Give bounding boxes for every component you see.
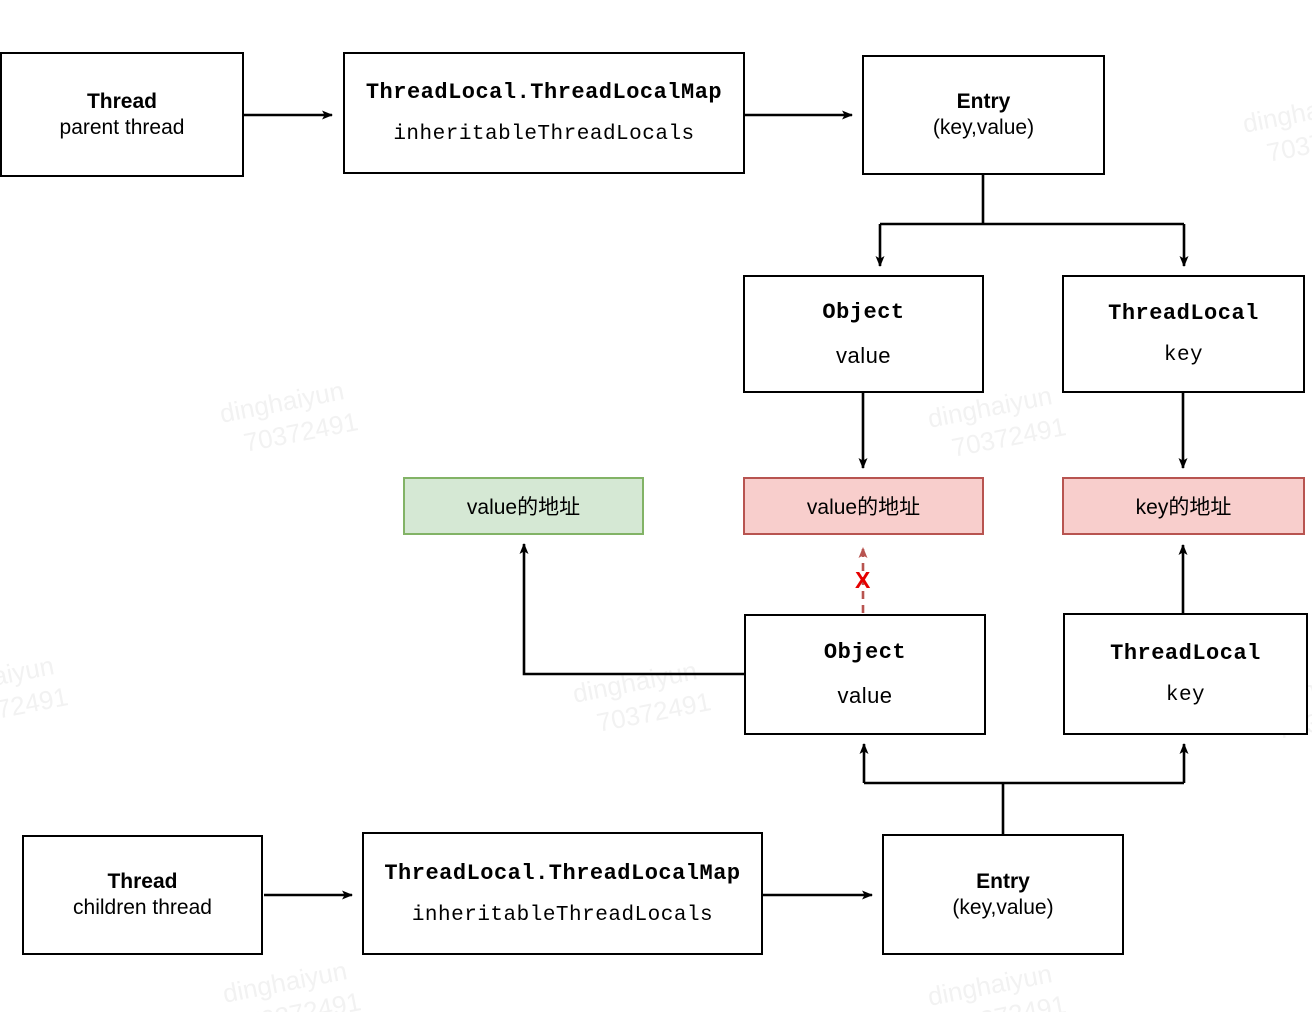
node-title: ThreadLocal xyxy=(1110,641,1261,666)
node-subtitle: children thread xyxy=(73,896,212,919)
blocked-x-icon: X xyxy=(855,567,871,593)
node-subtitle: value xyxy=(835,342,892,368)
node-child-thread[interactable]: Thread children thread xyxy=(22,835,263,955)
node-parent-threadlocalmap[interactable]: ThreadLocal.ThreadLocalMap inheritableTh… xyxy=(343,52,745,174)
node-child-object[interactable]: Object value xyxy=(744,614,986,735)
node-parent-thread[interactable]: Thread parent thread xyxy=(0,52,244,177)
node-title: Object xyxy=(823,640,907,665)
node-title: ThreadLocal xyxy=(1108,301,1259,326)
node-subtitle: key xyxy=(1163,344,1204,367)
chip-red-key-address[interactable]: key的地址 xyxy=(1062,477,1305,535)
node-title: ThreadLocal.ThreadLocalMap xyxy=(365,80,723,105)
node-child-threadlocalmap[interactable]: ThreadLocal.ThreadLocalMap inheritableTh… xyxy=(362,832,763,955)
chip-green-value-address[interactable]: value的地址 xyxy=(403,477,644,535)
node-child-entry[interactable]: Entry (key,value) xyxy=(882,834,1124,955)
chip-label: value的地址 xyxy=(466,496,581,519)
node-parent-object[interactable]: Object value xyxy=(743,275,984,393)
node-title: Entry xyxy=(956,90,1011,113)
node-title: Object xyxy=(822,299,905,325)
chip-red-value-address[interactable]: value的地址 xyxy=(743,477,984,535)
chip-label: value的地址 xyxy=(806,496,921,519)
node-subtitle: key xyxy=(1165,684,1206,707)
node-title: Thread xyxy=(86,89,157,113)
node-subtitle: inheritableThreadLocals xyxy=(411,903,714,927)
node-subtitle: (key,value) xyxy=(952,895,1054,919)
node-parent-threadlocal[interactable]: ThreadLocal key xyxy=(1062,275,1305,393)
node-title: ThreadLocal.ThreadLocalMap xyxy=(384,860,741,886)
node-subtitle: (key,value) xyxy=(932,116,1035,139)
node-title: Entry xyxy=(976,869,1030,893)
node-subtitle: value xyxy=(837,683,893,708)
node-subtitle: inheritableThreadLocals xyxy=(393,123,695,146)
node-subtitle: parent thread xyxy=(59,115,185,139)
chip-label: key的地址 xyxy=(1135,496,1232,519)
node-parent-entry[interactable]: Entry (key,value) xyxy=(862,55,1105,175)
node-child-threadlocal[interactable]: ThreadLocal key xyxy=(1063,613,1308,735)
edge-child-object-to-green-value-addr xyxy=(519,543,744,676)
node-title: Thread xyxy=(107,870,178,893)
